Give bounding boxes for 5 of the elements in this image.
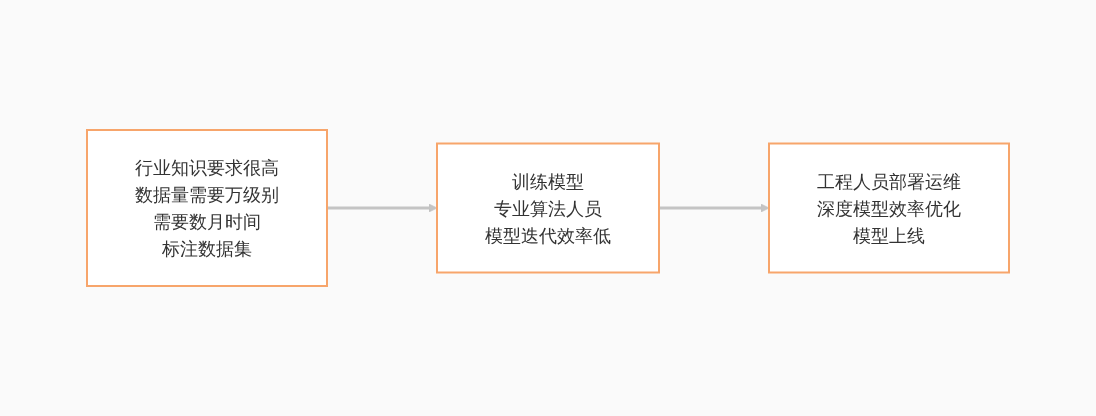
node-box: 工程人员部署运维 深度模型效率优化 模型上线	[768, 142, 1010, 274]
arrow	[327, 203, 438, 213]
node-box: 行业知识要求很高 数据量需要万级别 需要数月时间 标注数据集	[86, 129, 328, 287]
arrow	[659, 203, 770, 213]
node-box: 训练模型 专业算法人员 模型迭代效率低	[436, 142, 660, 274]
